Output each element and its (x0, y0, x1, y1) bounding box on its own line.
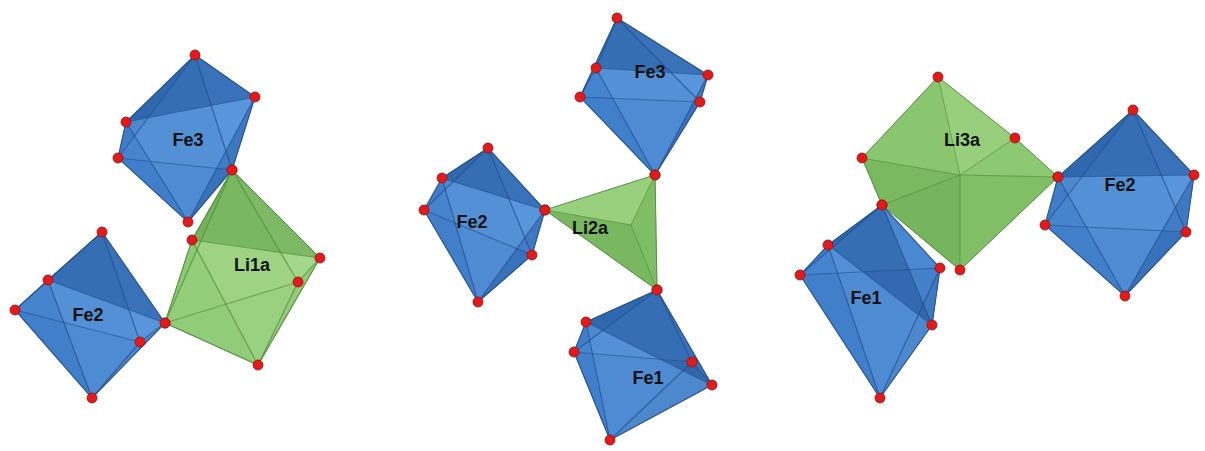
site-label: Li3a (944, 131, 980, 149)
site-label: Fe2 (72, 306, 103, 324)
site-label: Fe2 (456, 213, 487, 231)
polyhedron-shape (567, 283, 719, 447)
site-label: Fe3 (172, 131, 203, 149)
iron-octahedron: Fe3 (573, 11, 715, 182)
iron-octahedron: Fe1 (567, 283, 719, 447)
site-label: Fe3 (634, 63, 665, 81)
lithium-polyhedron: Li1a (158, 163, 327, 372)
lithium-polyhedron: Li2a (538, 168, 664, 297)
iron-octahedron: Fe2 (8, 225, 172, 405)
site-label: Fe1 (850, 289, 881, 307)
site-label: Fe2 (1104, 176, 1135, 194)
polyhedron-shape (1038, 103, 1201, 303)
iron-octahedron: Fe2 (1038, 103, 1201, 303)
site-label: Li1a (234, 256, 270, 274)
site-label: Li2a (572, 219, 608, 237)
iron-octahedron: Fe1 (793, 198, 947, 405)
site-label: Fe1 (632, 369, 663, 387)
iron-octahedron: Fe2 (417, 141, 552, 309)
polyhedron-shape (573, 11, 715, 182)
